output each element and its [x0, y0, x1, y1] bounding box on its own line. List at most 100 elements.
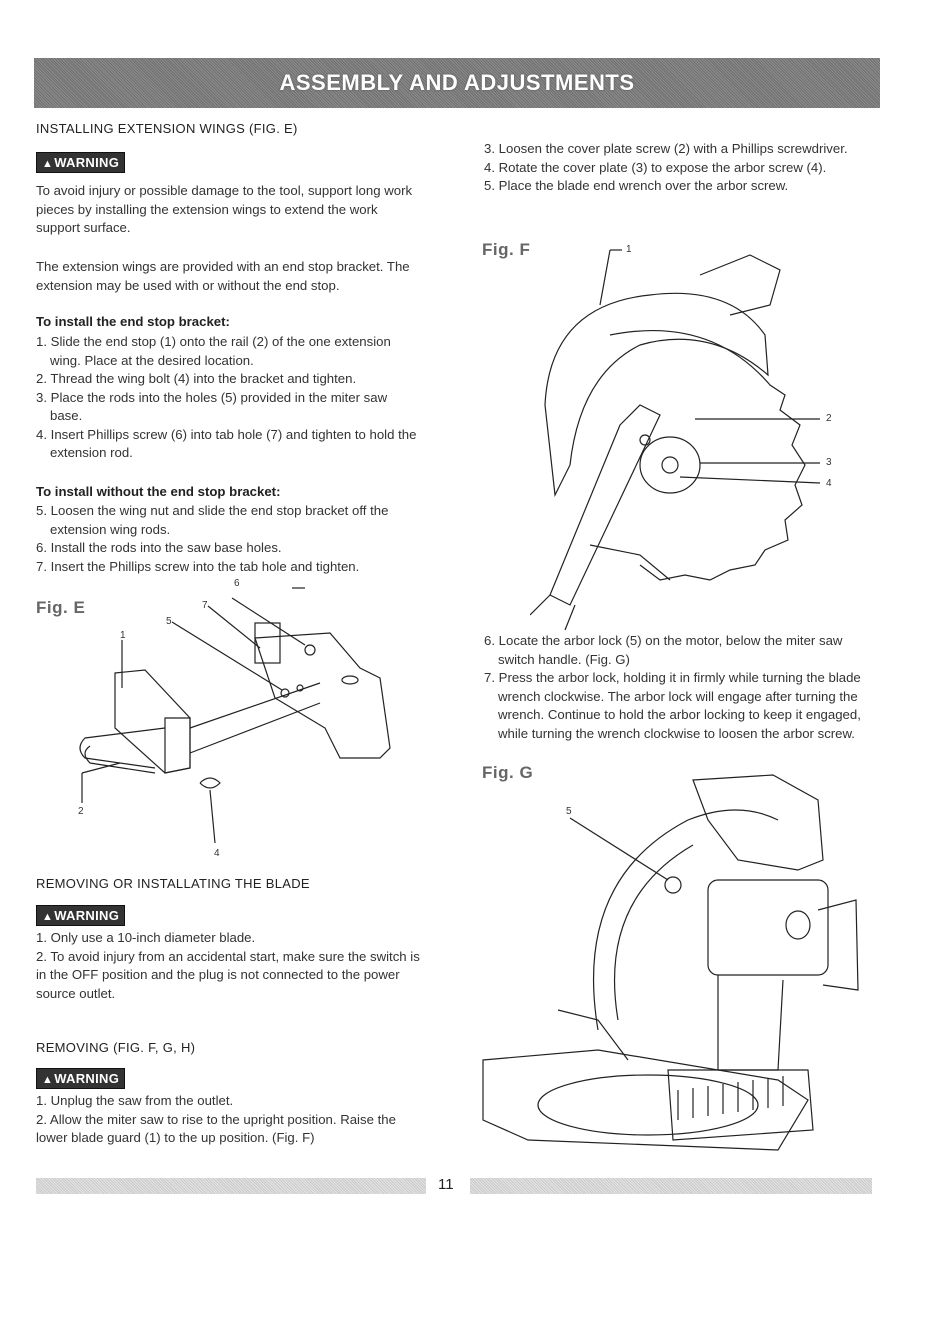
extension-wings-heading: INSTALLING EXTENSION WINGS (FIG. E) — [36, 121, 298, 136]
hole-5 — [280, 688, 290, 698]
guard-link-arm — [549, 404, 661, 606]
arbor-lock-5 — [664, 876, 682, 894]
list-item: 6. Install the rods into the saw base ho… — [36, 540, 282, 555]
fig-g-callout-5: 5 — [566, 806, 572, 817]
page-title: ASSEMBLY AND ADJUSTMENTS — [279, 70, 635, 95]
warning-triangle-icon: ▲ — [42, 911, 54, 923]
list-item: 1. Unplug the saw from the outlet. — [36, 1093, 234, 1108]
install-without-heading: To install without the end stop bracket: — [36, 484, 281, 499]
fig-e-callout-7: 7 — [202, 600, 208, 611]
removing-list: 1. Unplug the saw from the outlet. 2. Al… — [36, 1092, 421, 1148]
install-steps-list: 1. Slide the end stop (1) onto the rail … — [36, 333, 421, 463]
leader-1 — [599, 249, 611, 306]
without-steps-list: 5. Loosen the wing nut and slide the end… — [36, 502, 421, 576]
saw-base-bracket — [254, 632, 391, 759]
motor-housing — [707, 879, 829, 976]
phillips-screw-6 — [304, 644, 316, 656]
footer-bar-left — [36, 1178, 426, 1194]
list-item: 1. Only use a 10-inch diameter blade. — [36, 930, 256, 945]
leader-6 — [231, 597, 306, 646]
warning-triangle-icon: ▲ — [42, 1074, 54, 1086]
extension-warning-text: To avoid injury or possible damage to th… — [36, 183, 413, 235]
list-item: 4. Insert Phillips screw (6) into tab ho… — [36, 426, 417, 461]
fence-scale — [667, 1069, 814, 1141]
leader-5 — [171, 621, 283, 691]
removing-heading: REMOVING (FIG. F, G, H) — [36, 1040, 196, 1055]
fig-f-callout-1: 1 — [626, 244, 632, 255]
fig-e-extension-wing-diagram — [79, 587, 391, 844]
warning-badge-extension: ▲WARNING — [36, 152, 126, 173]
list-item: 5. Place the blade end wrench over the a… — [484, 178, 789, 193]
section-banner: ASSEMBLY AND ADJUSTMENTS — [34, 58, 880, 108]
handle — [699, 254, 781, 316]
base-lines — [589, 544, 671, 581]
saw-table — [482, 1049, 809, 1151]
scale-ticks — [677, 1076, 784, 1120]
guard-arc-inner — [614, 844, 694, 1021]
fig-e-callout-4: 4 — [214, 848, 220, 859]
arm-lower-lines — [530, 594, 576, 631]
warning-badge-blade: ▲WARNING — [36, 905, 126, 926]
list-item: 6. Locate the arbor lock (5) on the moto… — [484, 633, 843, 667]
fig-g-label: Fig. G — [482, 763, 534, 782]
install-end-stop-heading: To install the end stop bracket: — [36, 314, 230, 329]
fig-f-callout-2: 2 — [826, 413, 832, 424]
fig-e-label: Fig. E — [36, 598, 86, 617]
fig-e-callout-1: 1 — [120, 630, 126, 641]
switch-handle — [692, 774, 824, 871]
hole-5b — [296, 684, 304, 692]
guard-arc — [592, 809, 779, 1031]
leader-4 — [679, 476, 821, 484]
cover-plate-screw-2 — [639, 434, 651, 446]
left-fence — [557, 1009, 629, 1061]
footer-bar-right — [470, 1178, 872, 1194]
blade-heading: REMOVING OR INSTALLATING THE BLADE — [36, 876, 310, 891]
extension-intro-text: The extension wings are provided with an… — [36, 259, 410, 293]
motor-cap — [785, 910, 811, 940]
rail-loop-inner — [84, 745, 156, 774]
motor-vent — [817, 899, 859, 991]
end-stop-shape — [114, 669, 191, 774]
fig-f-callout-4: 4 — [826, 478, 832, 489]
fig-e-callout-6: 6 — [234, 578, 240, 589]
arm-column — [717, 975, 784, 1071]
list-item: 7. Press the arbor lock, holding it in f… — [484, 670, 861, 741]
list-item: 4. Rotate the cover plate (3) to expose … — [484, 159, 827, 175]
base-hole — [341, 675, 359, 685]
fig-f-miter-saw-diagram — [530, 249, 821, 631]
leader-7 — [207, 605, 261, 649]
arbor-screw-4 — [661, 456, 679, 474]
list-item: 3. Loosen the cover plate screw (2) with… — [484, 141, 848, 156]
tab-block — [254, 622, 281, 664]
list-item: 7. Insert the Phillips screw into the ta… — [36, 558, 360, 574]
warning-badge-removing: ▲WARNING — [36, 1068, 126, 1089]
list-item: 2. Thread the wing bolt (4) into the bra… — [36, 371, 357, 386]
fig-f-callout-3: 3 — [826, 457, 832, 468]
rod-bottom — [189, 702, 321, 754]
page-number: 11 — [438, 1176, 454, 1193]
fig-g-arbor-lock-diagram — [482, 774, 859, 1151]
blade-warning-list: 1. Only use a 10-inch diameter blade. 2.… — [36, 929, 421, 1003]
list-item: 1. Slide the end stop (1) onto the rail … — [36, 334, 391, 368]
leader-2b — [81, 762, 121, 774]
list-item: 3. Place the rods into the holes (5) pro… — [36, 389, 388, 424]
rod-top — [189, 682, 321, 729]
list-item: 5. Loosen the wing nut and slide the end… — [36, 503, 389, 537]
cover-plate — [639, 436, 701, 494]
wing-bolt-4 — [199, 777, 221, 789]
upper-guard — [544, 292, 769, 498]
list-item: 2. Allow the miter saw to rise to the up… — [36, 1111, 396, 1146]
rail-loop — [79, 727, 166, 769]
fig-e-callout-5: 5 — [166, 616, 172, 627]
leader-4 — [209, 789, 216, 844]
list-item: 2. To avoid injury from an accidental st… — [36, 948, 420, 1001]
warning-triangle-icon: ▲ — [42, 158, 54, 170]
fig-e-callout-2: 2 — [78, 806, 84, 817]
steps-mid-list: 6. Locate the arbor lock (5) on the moto… — [484, 632, 869, 743]
blade-teeth — [609, 329, 806, 581]
fig-f-label: Fig. F — [482, 240, 531, 259]
end-stop-face — [164, 717, 191, 774]
steps-top-list: 3. Loosen the cover plate screw (2) with… — [484, 140, 869, 196]
turntable — [537, 1074, 759, 1136]
leader-5 — [569, 817, 669, 881]
